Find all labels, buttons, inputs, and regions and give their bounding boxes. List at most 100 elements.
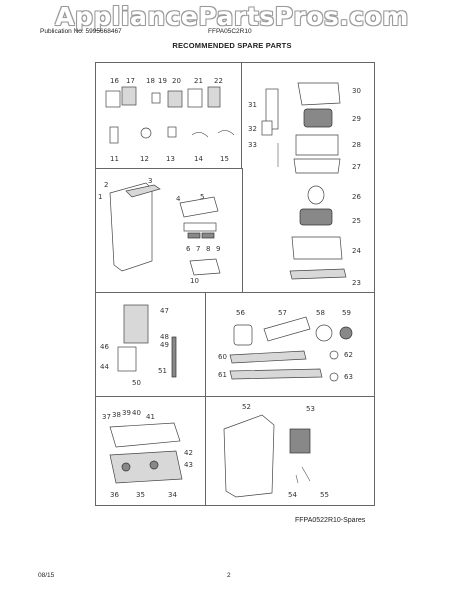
part-label: 32 [248, 125, 257, 133]
part-label: 57 [278, 309, 287, 317]
part-51-shape [171, 336, 177, 378]
part-label: 18 [146, 77, 155, 85]
part-label: 25 [352, 217, 361, 225]
diagram-rear-cabinet: 52 53 54 55 [223, 403, 329, 499]
diagram-cabinet: 1 2 3 4 5 6 7 8 9 10 [98, 177, 221, 285]
part-label: 35 [136, 491, 145, 499]
part-label: 37 [102, 413, 111, 421]
part-47-shape [123, 304, 149, 344]
part-15-shape [217, 130, 235, 136]
part-32-shape [261, 120, 273, 136]
part-label: 5 [200, 193, 204, 201]
part-label: 44 [100, 363, 109, 371]
part-12-shape [140, 127, 152, 139]
part-label: 51 [158, 367, 167, 375]
part-label: 28 [352, 141, 361, 149]
part-label: 46 [100, 343, 109, 351]
part-57-shape [263, 316, 311, 342]
part-53-shape [289, 428, 311, 454]
part-label: 48 [160, 333, 169, 341]
part-17-shape [121, 86, 137, 106]
part-label: 14 [194, 155, 203, 163]
watermark: AppliancePartsPros.com [55, 2, 409, 31]
part-label: 61 [218, 371, 227, 379]
part-30-shape [297, 82, 341, 106]
part-60-shape [229, 350, 307, 364]
part-label: 36 [110, 491, 119, 499]
part-63-shape [329, 372, 339, 382]
part-label: 50 [132, 379, 141, 387]
part-16-shape [105, 90, 121, 108]
part-34-shape [149, 460, 159, 470]
part-25-shape [299, 208, 333, 226]
part-label: 23 [352, 279, 361, 287]
part-label: 16 [110, 77, 119, 85]
publication-number: Publication No: 5995668467 [40, 28, 122, 35]
part-52-shape [223, 414, 275, 498]
part-41-shape [109, 422, 181, 448]
part-26-shape [307, 185, 325, 205]
part-label: 2 [104, 181, 108, 189]
part-19-shape [151, 92, 161, 104]
part-label: 19 [158, 77, 167, 85]
part-label: 9 [216, 245, 220, 253]
page-title: RECOMMENDED SPARE PARTS [172, 41, 292, 50]
part-label: 31 [248, 101, 257, 109]
part-label: 10 [190, 277, 199, 285]
part-44-shape [117, 346, 137, 372]
part-label: 49 [160, 341, 169, 349]
panel-fan-motor: 31 30 32 29 33 28 27 26 25 24 23 [241, 62, 375, 294]
diagram-fan-motor: 31 30 32 29 33 28 27 26 25 24 23 [248, 82, 361, 287]
part-label: 11 [110, 155, 119, 163]
part-label: 17 [126, 77, 135, 85]
part-label: 4 [176, 195, 181, 203]
part-label: 62 [344, 351, 353, 359]
part-label: 47 [160, 307, 169, 315]
part-28-shape [295, 134, 339, 156]
part-label: 59 [342, 309, 351, 317]
part-29-shape [303, 108, 333, 128]
part-label: 3 [148, 177, 152, 185]
part-36-shape [121, 462, 131, 472]
part-35-shape [109, 450, 183, 484]
part-14-shape [191, 132, 209, 138]
part-59-shape [339, 326, 353, 340]
part-label: 42 [184, 449, 193, 457]
part-label: 55 [320, 491, 329, 499]
part-label: 38 [112, 411, 121, 419]
part-label: 13 [166, 155, 175, 163]
part-label: 33 [248, 141, 257, 149]
part-label: 21 [194, 77, 203, 85]
part-label: 63 [344, 373, 353, 381]
panel-rear-cabinet: 52 53 54 55 [205, 396, 375, 506]
part-label: 34 [168, 491, 177, 499]
part-22-shape [207, 86, 221, 108]
part-61-shape [229, 368, 323, 380]
part-21-shape [187, 88, 203, 108]
part-label: 30 [352, 87, 361, 95]
part-8-shape [201, 232, 215, 239]
part-label: 6 [186, 245, 191, 253]
diagram-base: 37 38 39 40 41 42 43 36 35 34 [102, 409, 193, 499]
part-label: 15 [220, 155, 229, 163]
part-label: 7 [196, 245, 200, 253]
part-20-shape [167, 90, 183, 108]
part-5-shape [179, 196, 219, 218]
panel-control-parts: 16 17 18 19 20 21 22 11 12 13 14 15 [95, 62, 243, 170]
part-10-shape [189, 258, 221, 276]
diagram-coil: 47 48 49 46 44 51 50 [100, 304, 177, 387]
part-56-shape [233, 324, 253, 346]
part-label: 27 [352, 163, 361, 171]
part-label: 8 [206, 245, 210, 253]
part-23-shape [289, 268, 347, 280]
part-7-shape [187, 232, 201, 239]
panel-cabinet: 1 2 3 4 5 6 7 8 9 10 [95, 168, 243, 294]
part-2-shape [109, 182, 153, 272]
part-label: 29 [352, 115, 361, 123]
part-label: 43 [184, 461, 193, 469]
part-3-shape [125, 184, 161, 198]
part-label: 26 [352, 193, 361, 201]
panel-base: 37 38 39 40 41 42 43 36 35 34 [95, 396, 207, 506]
part-54-shape [295, 474, 299, 484]
part-24-shape [291, 236, 343, 260]
